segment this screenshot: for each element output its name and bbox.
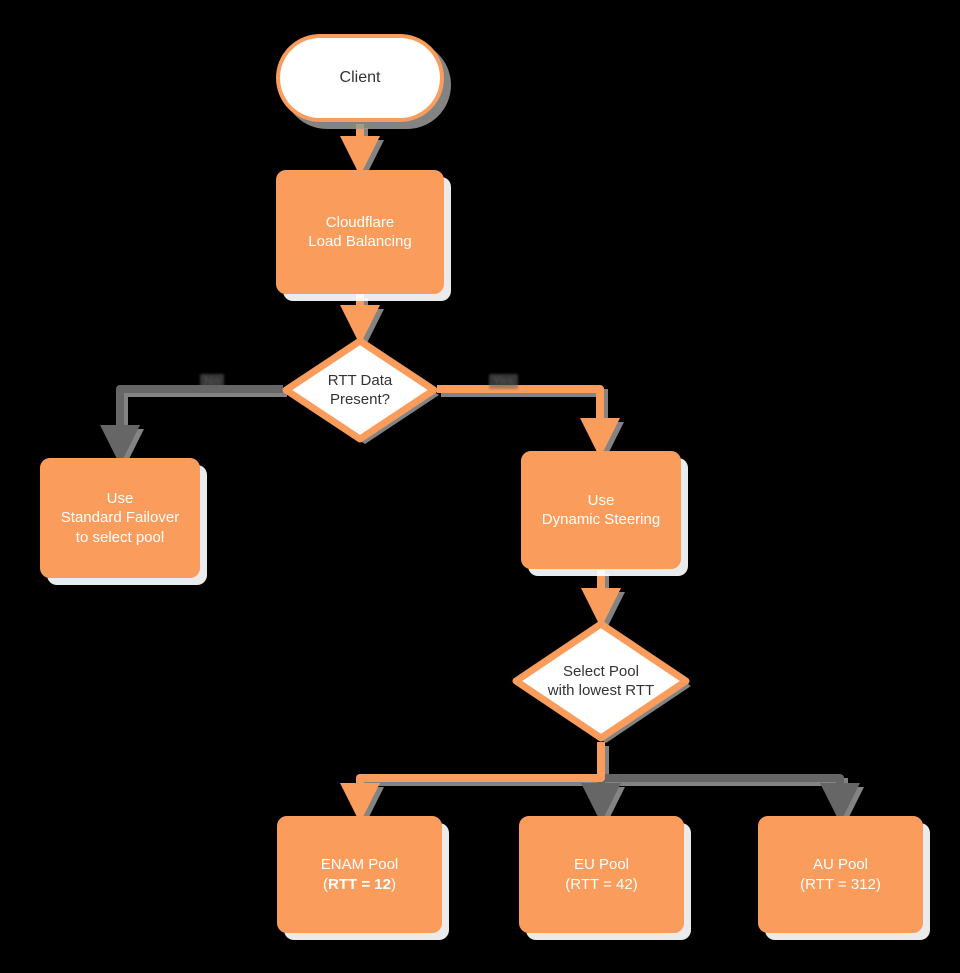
node-au-pool-name: AU Pool (812, 856, 869, 874)
node-dynamic-steering[interactable]: Use Dynamic Steering (521, 451, 681, 569)
node-enam-pool-rtt-close: ) (390, 875, 396, 893)
node-select-pool[interactable]: Select Pool with lowest RTT (511, 619, 691, 743)
node-enam-pool-rtt-open: ( (323, 875, 329, 893)
edge-select-to-enam (340, 742, 605, 823)
node-client[interactable]: Client (276, 34, 444, 122)
node-enam-pool-rtt: RTT = 12 (328, 875, 391, 893)
node-standard-failover[interactable]: Use Standard Failover to select pool (40, 458, 200, 578)
diamond-shape-select-pool (512, 620, 691, 743)
node-client-label: Client (339, 68, 381, 86)
node-eu-pool-text: EU Pool(RTT = 42) (557, 851, 645, 897)
node-eu-pool[interactable]: EU Pool(RTT = 42) (519, 816, 684, 933)
node-load-balancing[interactable]: Cloudflare Load Balancing (276, 170, 444, 294)
edge-decision-yes (437, 385, 620, 458)
node-load-balancing-label: Cloudflare Load Balancing (308, 213, 412, 250)
node-eu-pool-rtt-open: ( (565, 875, 571, 893)
node-rtt-decision[interactable]: RTT Data Present? (281, 336, 439, 444)
node-au-pool-rtt-close: ) (875, 875, 881, 893)
node-eu-pool-rtt: RTT = 42 (570, 875, 633, 893)
node-au-pool-text: AU Pool (RTT = 312) (792, 851, 889, 897)
edge-label-no: No (200, 374, 225, 390)
node-au-pool-rtt-open: ( (800, 875, 806, 893)
node-au-pool-rtt: RTT = 312 (805, 875, 876, 893)
node-eu-pool-name: EU Pool (573, 856, 630, 874)
node-eu-pool-rtt-close: ) (632, 875, 638, 893)
node-enam-pool-text: ENAM Pool(RTT = 12) (313, 851, 407, 897)
edge-label-yes: Yes (489, 374, 519, 390)
node-rtt-decision-label: RTT Data Present? (327, 371, 393, 408)
node-dynamic-steering-label: Use Dynamic Steering (541, 491, 661, 528)
node-enam-pool-name: ENAM Pool (320, 856, 399, 874)
diamond-shape-rtt (282, 337, 439, 444)
node-enam-pool[interactable]: ENAM Pool(RTT = 12) (277, 816, 442, 933)
node-select-pool-label: Select Pool with lowest RTT (547, 662, 655, 699)
node-au-pool[interactable]: AU Pool (RTT = 312) (758, 816, 923, 933)
node-standard-failover-label: Use Standard Failover to select pool (60, 490, 180, 546)
edge-decision-no (100, 385, 283, 465)
edge-select-to-au (601, 774, 860, 823)
